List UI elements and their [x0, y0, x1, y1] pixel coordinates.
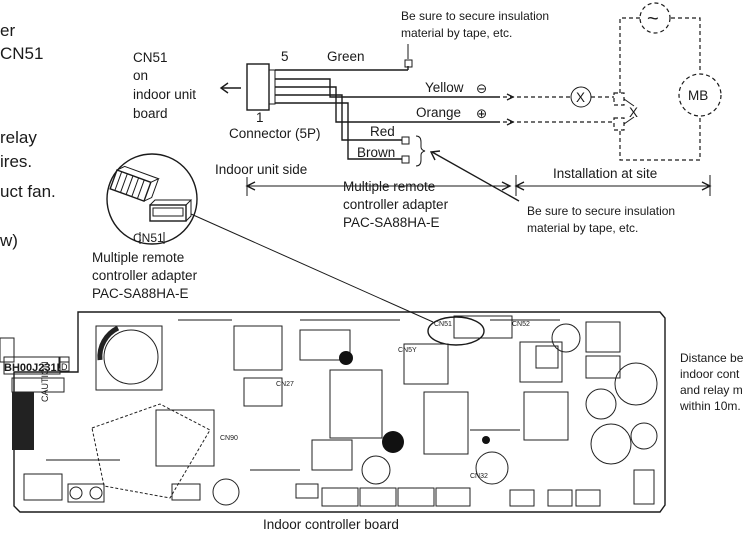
cn51-label-line1: CN51: [133, 50, 168, 65]
adapter-mid-line2: controller adapter: [343, 197, 449, 212]
distance-line4: within 10m.: [679, 399, 741, 413]
cn5y-mark: CN5Y: [398, 347, 417, 354]
cn51-mark: CN51: [434, 321, 452, 328]
wire-brown-label: Brown: [357, 145, 395, 160]
left-fragment-2: CN51: [0, 44, 43, 63]
connector-detail: [106, 153, 198, 245]
installation-mask: [548, 163, 678, 180]
site-wiring: [503, 93, 614, 126]
connector-5p: [246, 63, 276, 111]
left-fragment-5: uct fan.: [0, 182, 56, 201]
adapter-left-line1: Multiple remote: [92, 250, 184, 265]
wire-green: [275, 59, 413, 71]
left-fragment-6: w): [0, 231, 18, 250]
board-caption: Indoor controller board: [263, 517, 399, 532]
insulation-top-line1: Be sure to secure insulation: [401, 9, 549, 23]
ac-source-symbol: ~: [647, 8, 659, 30]
pin1-label: 1: [256, 110, 264, 125]
cn51-label-line3: indoor unit: [133, 87, 196, 102]
left-fragment-3: relay: [0, 128, 37, 147]
relay-x-label: X: [629, 105, 638, 120]
indoor-controller-board: [0, 311, 666, 513]
cn51-label-line4: board: [133, 106, 168, 121]
insulation-top-line2: material by tape, etc.: [401, 26, 512, 40]
distance-line1: Distance be: [680, 351, 744, 365]
insulation-mid-line2: material by tape, etc.: [527, 221, 638, 235]
left-fragment-4: ires.: [0, 152, 32, 171]
cn32-mark: CN32: [470, 473, 488, 480]
cn51-small-label: CN51: [133, 231, 164, 245]
arrow-to-brace: [429, 150, 520, 202]
dimension-installation: [514, 175, 712, 196]
wire-brown: [275, 102, 410, 164]
board-rev-label: D: [61, 362, 68, 372]
power-loop: [619, 2, 722, 161]
wire-yellow-label: Yellow: [425, 80, 464, 95]
wire-red-label: Red: [370, 124, 395, 139]
insulation-mid-line1: Be sure to secure insulation: [527, 204, 675, 218]
relay-contacts: [613, 92, 635, 131]
caution-label: CAUTION: [40, 362, 50, 403]
brace: [415, 135, 426, 167]
arrow-to-board: [219, 82, 241, 94]
wire-orange: [275, 86, 500, 123]
indoor-side-label: Indoor unit side: [215, 162, 307, 177]
cn51-label-line2: on: [133, 68, 148, 83]
indoor-side-mask: [210, 160, 334, 177]
wire-orange-polarity: ⊕: [476, 106, 487, 121]
left-fragment-1: er: [0, 21, 15, 40]
wire-green-label: Green: [327, 49, 365, 64]
cn27-mark: CN27: [276, 381, 294, 388]
wire-red: [275, 94, 410, 145]
pin5-label: 5: [281, 49, 289, 64]
installation-label: Installation at site: [553, 166, 657, 181]
dimension-indoor: [245, 175, 512, 196]
board-id-label: BH00J231B: [4, 362, 65, 374]
lamp-symbol: [570, 86, 592, 108]
cn90-mark: CN90: [220, 435, 238, 442]
mb-label: MB: [688, 88, 708, 103]
connector-label: Connector (5P): [229, 126, 321, 141]
board-rev-box: [59, 361, 70, 372]
wire-yellow-polarity: ⊖: [476, 81, 487, 96]
adapter-mid-line3: PAC-SA88HA-E: [343, 215, 440, 230]
adapter-mid-line1: Multiple remote: [343, 179, 435, 194]
adapter-left-line3: PAC-SA88HA-E: [92, 286, 189, 301]
cn52-mark: CN52: [512, 321, 530, 328]
wire-yellow: [275, 78, 500, 98]
leader-to-board: [190, 213, 434, 323]
wire-orange-label: Orange: [416, 105, 461, 120]
lamp-x-label: X: [576, 90, 585, 105]
distance-line3: and relay m: [680, 383, 743, 397]
adapter-left-line2: controller adapter: [92, 268, 198, 283]
distance-line2: indoor cont: [680, 367, 740, 381]
